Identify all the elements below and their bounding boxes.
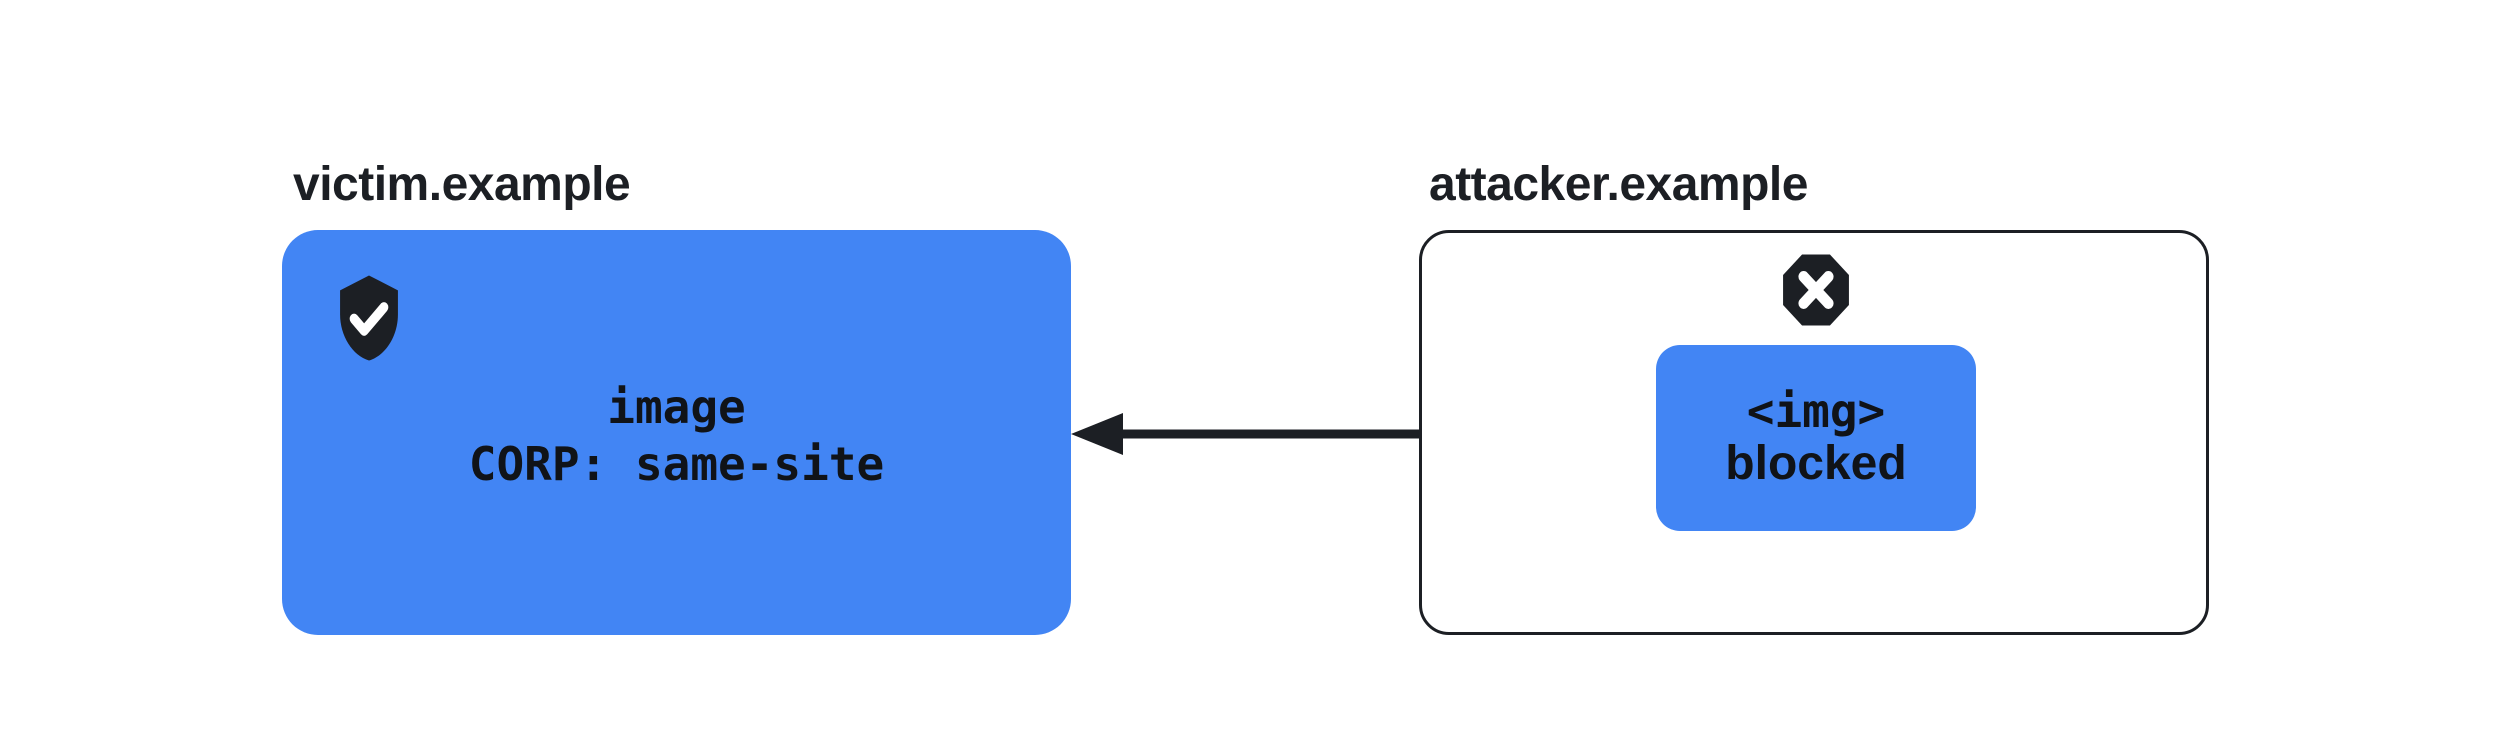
attacker-site-label: attacker.example (1429, 158, 1808, 211)
victim-site-label: victim.example (293, 158, 631, 211)
shield-check-icon (340, 275, 398, 361)
victim-site-box: image CORP: same-site (282, 230, 1071, 635)
img-tag-text: <img> (1746, 384, 1886, 438)
img-embed-box: <img> blocked (1656, 345, 1976, 531)
octagon-x-icon (1783, 254, 1849, 326)
victim-resource-text: image CORP: same-site (469, 379, 884, 493)
attacker-site-box: <img> blocked (1419, 230, 2209, 635)
resource-name-text: image (607, 379, 746, 434)
corp-header-text: CORP: same-site (468, 436, 885, 491)
blocked-status-text: blocked (1725, 437, 1907, 490)
